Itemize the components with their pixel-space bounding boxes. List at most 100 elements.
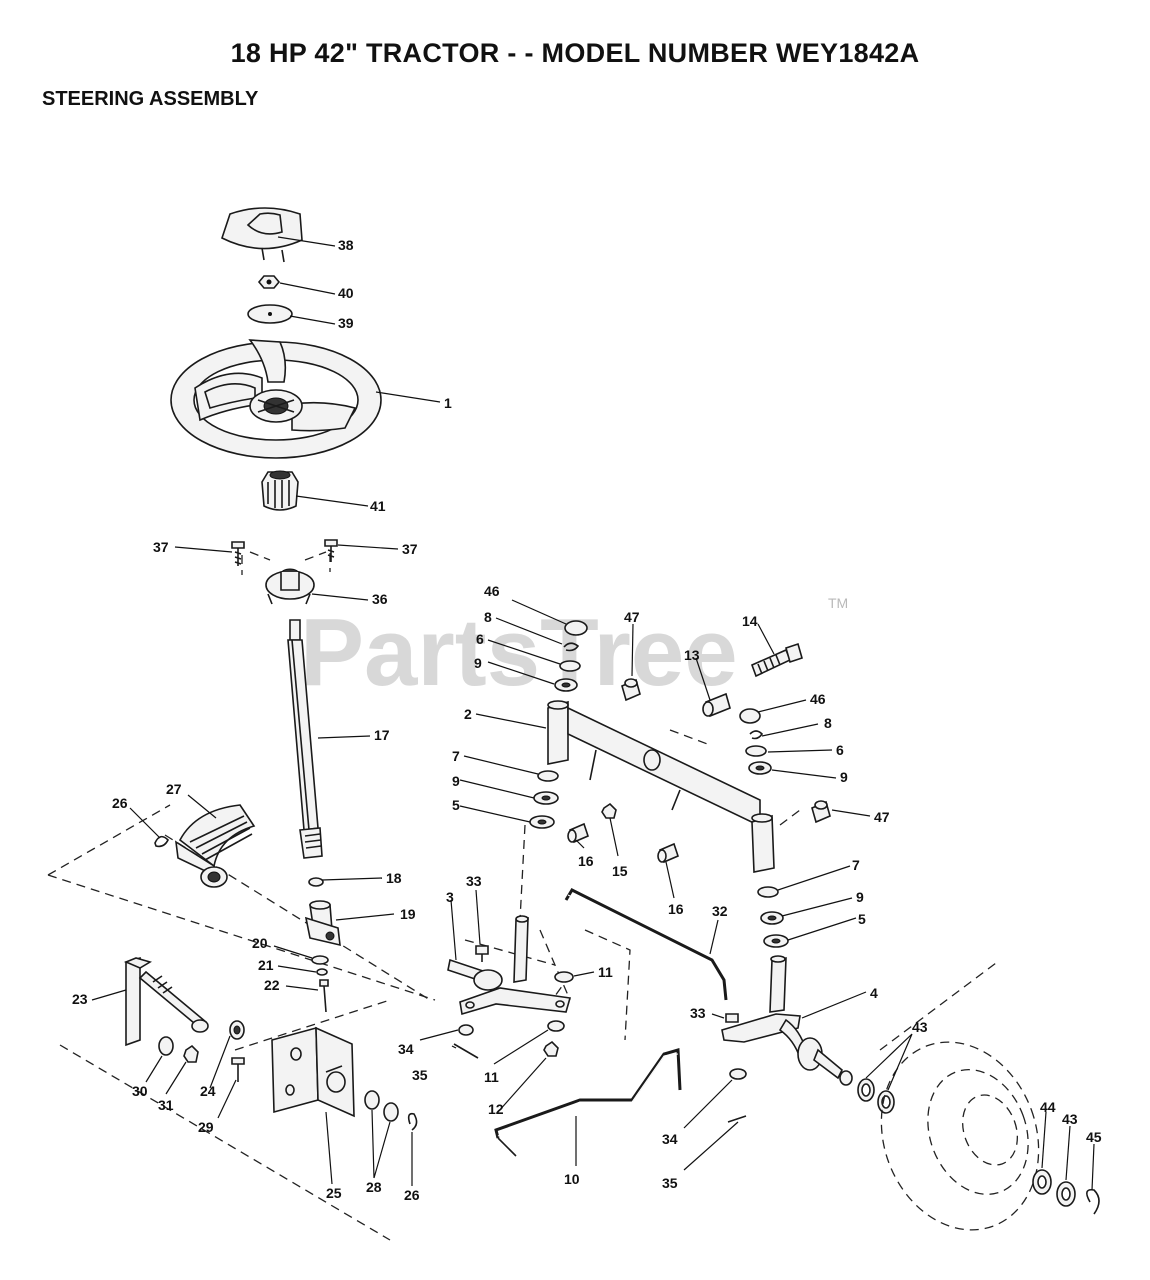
- spacer-24: [229, 1020, 245, 1040]
- callout-33-right: 33: [690, 1005, 706, 1021]
- callout-15: 15: [612, 863, 628, 879]
- washer-18: [308, 877, 324, 887]
- nut-15: [601, 802, 617, 819]
- callout-47-right: 47: [874, 809, 890, 825]
- callout-19: 19: [400, 906, 416, 922]
- washer-34-right: [729, 1068, 747, 1080]
- callout-1: 1: [444, 395, 452, 411]
- callout-43-upper: 43: [912, 1019, 928, 1035]
- mounting-plate: [271, 1026, 355, 1118]
- callout-9-right: 9: [840, 769, 848, 785]
- callout-20: 20: [252, 935, 268, 951]
- callout-10: 10: [564, 1171, 580, 1187]
- watermark-text: PartsTree: [300, 599, 738, 706]
- cap-46-right: [739, 708, 761, 724]
- callout-8-left: 8: [484, 609, 492, 625]
- callout-46-right: 46: [810, 691, 826, 707]
- washer-11-lower: [547, 1020, 565, 1032]
- callout-31: 31: [158, 1097, 174, 1113]
- callout-43-lower: 43: [1062, 1111, 1078, 1127]
- shoulder-bolt-47-right: [811, 800, 831, 824]
- callout-36: 36: [372, 591, 388, 607]
- callout-6-right: 6: [836, 742, 844, 758]
- pin-16-left: [567, 822, 589, 844]
- steering-shaft: [287, 619, 323, 859]
- washer-39-hole: [268, 312, 272, 316]
- callout-34-left: 34: [398, 1041, 414, 1057]
- callout-32: 32: [712, 903, 728, 919]
- steering-wheel: [170, 339, 382, 459]
- callout-16-right: 16: [668, 901, 684, 917]
- washer-7-left: [537, 770, 559, 782]
- callout-47-left: 47: [624, 609, 640, 625]
- clip-45: [1086, 1188, 1100, 1215]
- callout-24: 24: [200, 1083, 216, 1099]
- shoulder-bolt-47-left: [621, 678, 641, 702]
- callout-12: 12: [488, 1101, 504, 1117]
- washer-34-left: [458, 1024, 474, 1036]
- callout-5-right: 5: [858, 911, 866, 927]
- hairpin-clip-26-top: [154, 835, 169, 848]
- front-axle: [547, 700, 775, 873]
- section-title: STEERING ASSEMBLY: [42, 88, 259, 110]
- spindle-left: [447, 915, 572, 1016]
- bolt-22: [319, 979, 329, 1013]
- callout-35-left: 35: [412, 1067, 428, 1083]
- pinion-gear: [304, 900, 341, 947]
- callout-37-left: 37: [153, 539, 169, 555]
- callout-labels: 38 40 39 1 41 37 37 36 17 27 26 18 19 20…: [72, 237, 1102, 1203]
- bolt-33-left: [475, 945, 489, 962]
- washer-6-right: [745, 745, 767, 757]
- steering-adapter: [261, 470, 299, 511]
- screw-37-right: [324, 539, 338, 562]
- washer-28-b: [383, 1102, 399, 1122]
- cap-46-left: [564, 620, 588, 636]
- cotter-pin-35-left: [453, 1043, 479, 1059]
- callout-28: 28: [366, 1179, 382, 1195]
- pin-16-right: [657, 842, 679, 864]
- callout-39: 39: [338, 315, 354, 331]
- callout-33-left: 33: [466, 873, 482, 889]
- bushing-13: [702, 692, 731, 718]
- callout-40: 40: [338, 285, 354, 301]
- callout-9-right-lower: 9: [856, 889, 864, 905]
- steering-wheel-cap: [221, 207, 303, 263]
- callout-3: 3: [446, 889, 454, 905]
- callout-22: 22: [264, 977, 280, 993]
- hairpin-clip-26-bottom: [407, 1112, 418, 1131]
- callout-13: 13: [684, 647, 700, 663]
- callout-23: 23: [72, 991, 88, 1007]
- watermark: PartsTree TM: [300, 595, 848, 706]
- washer-21: [316, 968, 328, 976]
- hex-nut: [257, 275, 281, 289]
- callout-8-right: 8: [824, 715, 832, 731]
- washer-11-upper: [554, 971, 574, 983]
- callout-11-upper: 11: [598, 964, 613, 980]
- callout-5-left: 5: [452, 797, 460, 813]
- callout-25: 25: [326, 1185, 342, 1201]
- watermark-tm: TM: [828, 595, 848, 611]
- front-wheel: [880, 1041, 1040, 1231]
- callout-44: 44: [1040, 1099, 1056, 1115]
- bolt-29: [231, 1057, 245, 1082]
- callout-30: 30: [132, 1083, 148, 1099]
- callout-17: 17: [374, 727, 390, 743]
- callout-26-bottom: 26: [404, 1187, 420, 1203]
- callout-4: 4: [870, 985, 878, 1001]
- callout-14: 14: [742, 613, 758, 629]
- washer-20: [311, 955, 329, 965]
- snap-ring-8-left: [563, 642, 580, 652]
- callout-27: 27: [166, 781, 182, 797]
- callout-9-left-lower: 9: [452, 773, 460, 789]
- callout-35-right: 35: [662, 1175, 678, 1191]
- tie-rod: [564, 888, 728, 1001]
- callout-34-right: 34: [662, 1131, 678, 1147]
- callout-16-left: 16: [578, 853, 594, 869]
- drag-link: [494, 1048, 682, 1157]
- bolt-33-right: [725, 1013, 739, 1023]
- spindle-right: [721, 955, 853, 1086]
- steering-support-bracket: [123, 956, 209, 1047]
- callout-9-left: 9: [474, 655, 482, 671]
- washer-30: [158, 1036, 174, 1056]
- snap-ring-8-right: [749, 730, 764, 740]
